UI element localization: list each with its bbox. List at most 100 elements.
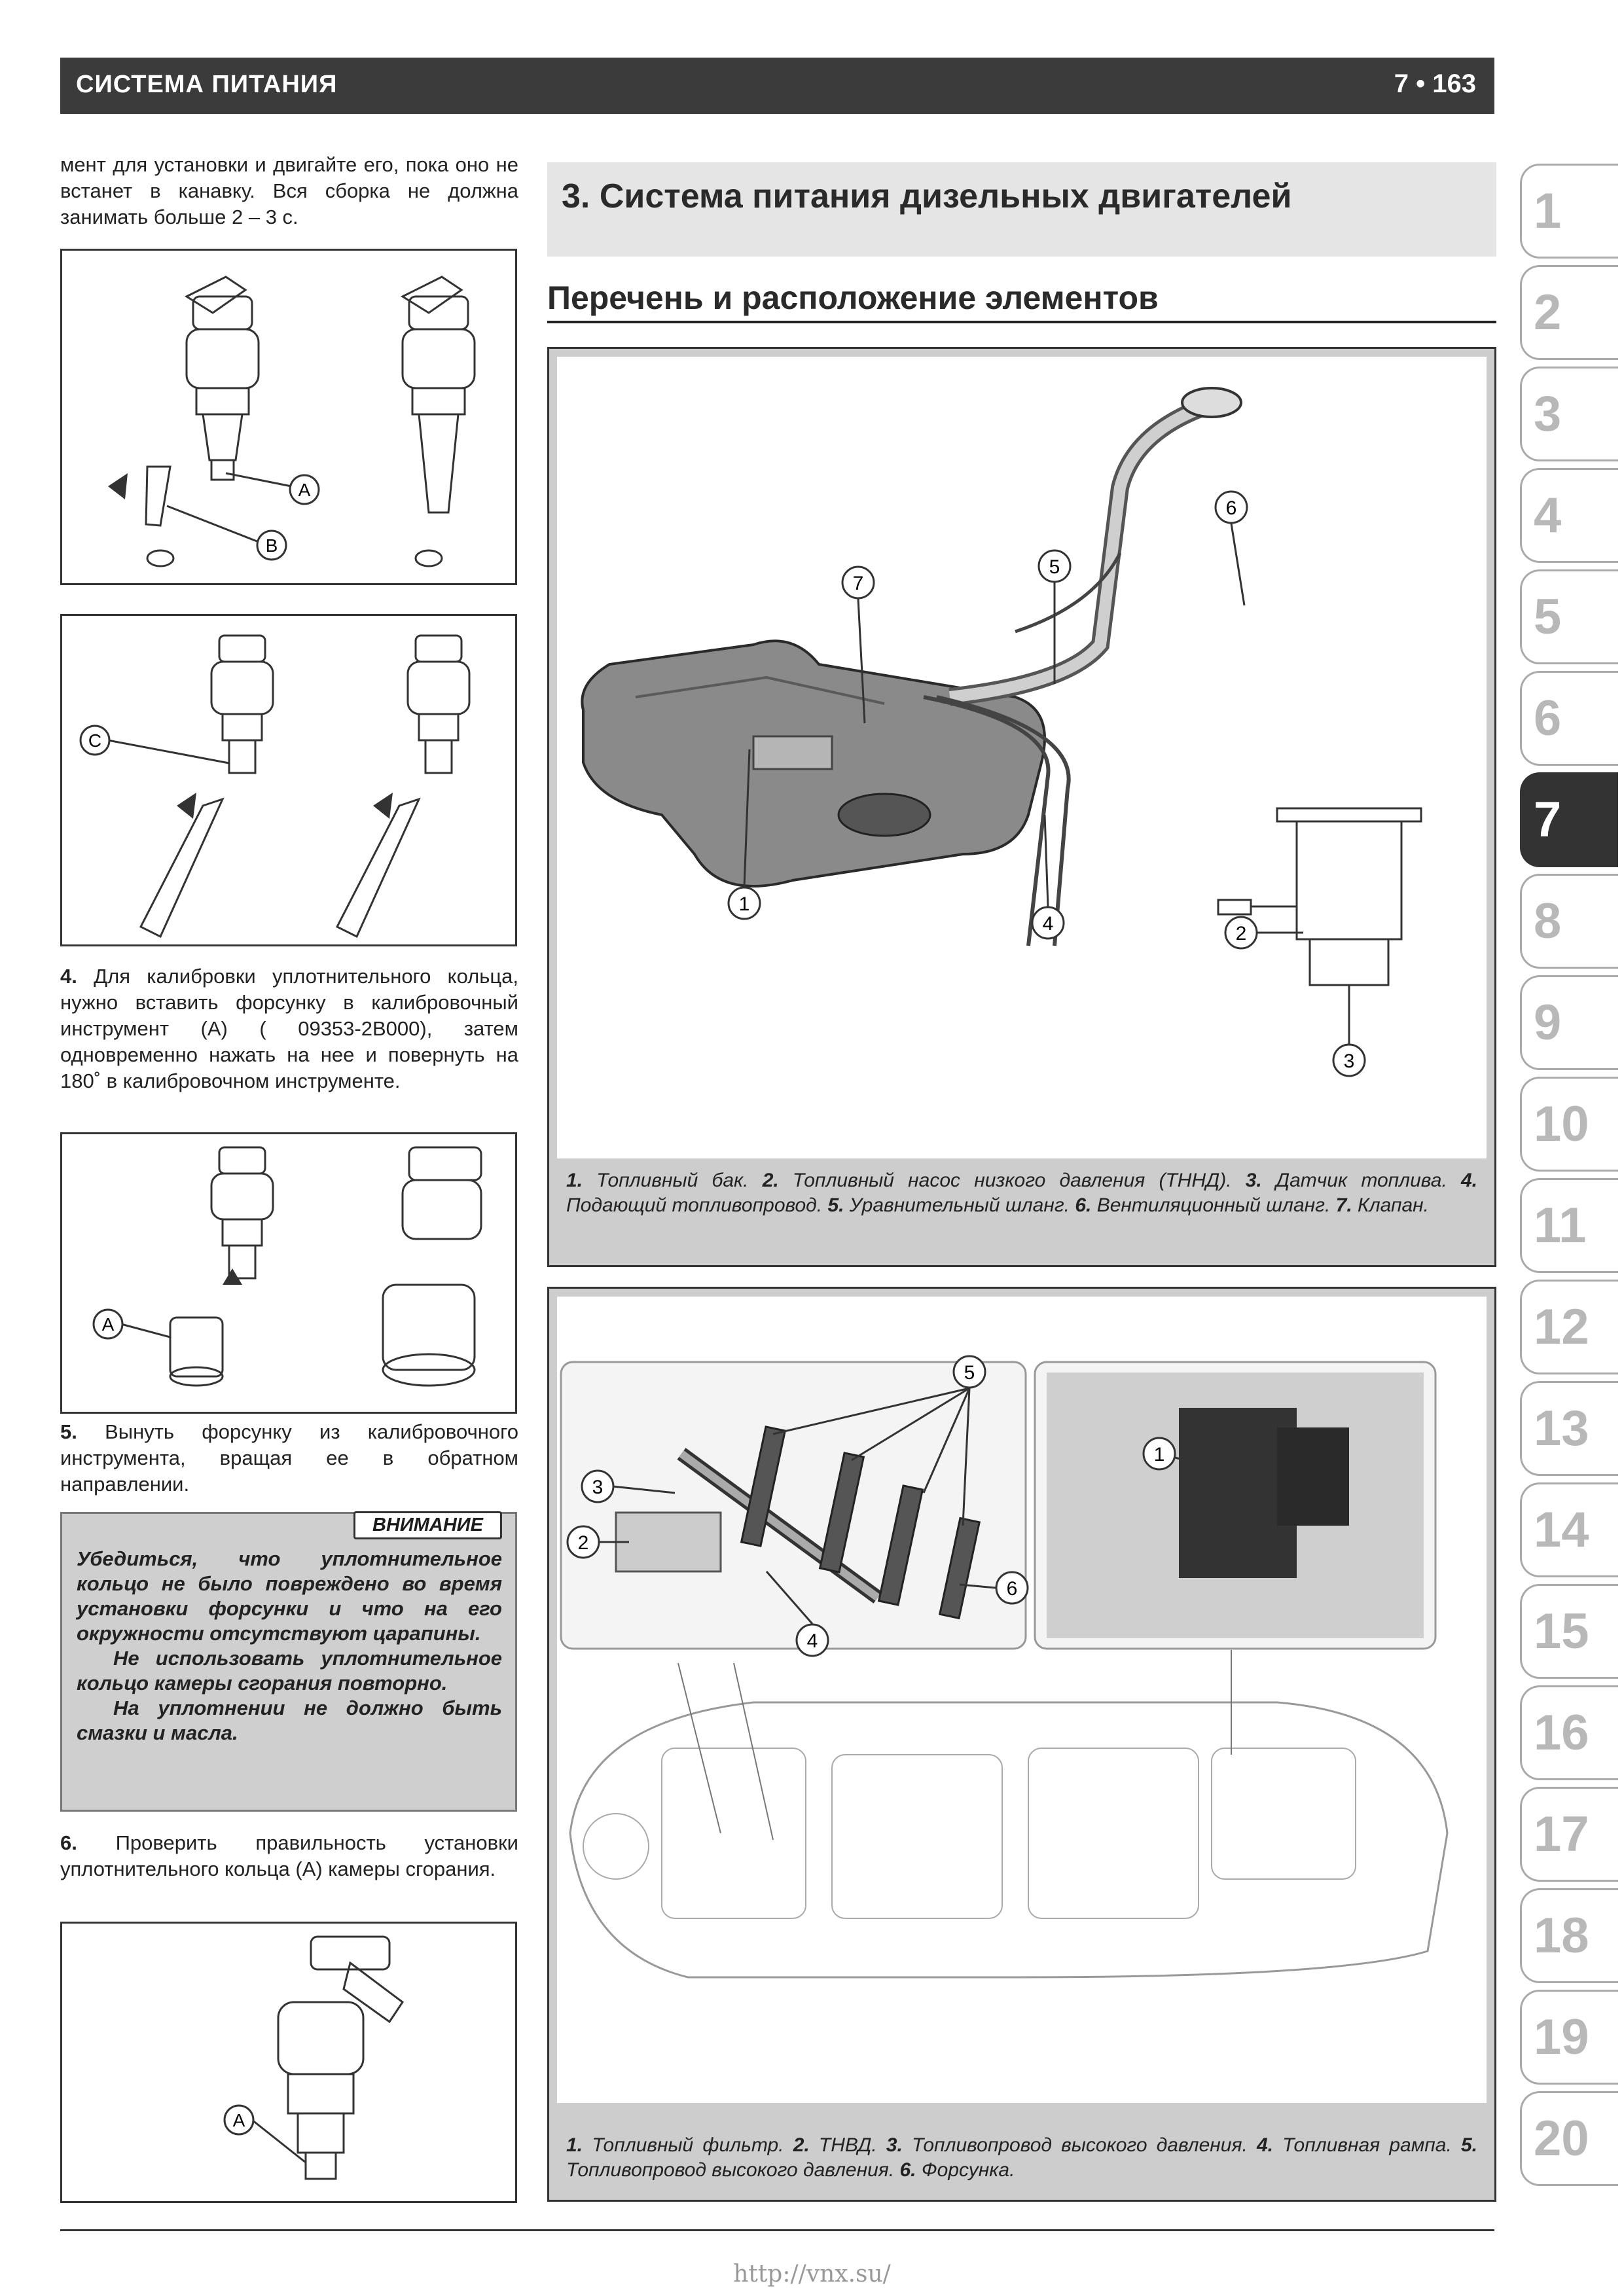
- figure-fuel-tank: 1 2 3 4 5 6 7 1. Топливный бак. 2. Топли…: [547, 347, 1496, 1267]
- tab-label: 16: [1534, 1705, 1589, 1761]
- caption-num: 2.: [793, 2134, 810, 2156]
- warning-paragraph: Не использовать уплотнительное кольцо ка…: [77, 1647, 502, 1695]
- chapter-tab-14[interactable]: 14: [1520, 1482, 1618, 1577]
- step-6-text: 6. Проверить правильность установки упло…: [60, 1830, 518, 1882]
- tab-label: 10: [1534, 1096, 1589, 1152]
- chapter-tab-12[interactable]: 12: [1520, 1280, 1618, 1374]
- tab-label: 9: [1534, 995, 1562, 1050]
- tab-label: 6: [1534, 691, 1562, 746]
- caption-num: 6.: [1075, 1194, 1092, 1216]
- caption-num: 4.: [1256, 2134, 1274, 2156]
- tab-label: 7: [1534, 792, 1562, 848]
- chapter-tab-11[interactable]: 11: [1520, 1178, 1618, 1273]
- caption-num: 5.: [827, 1194, 844, 1216]
- chapter-tab-8[interactable]: 8: [1520, 874, 1618, 969]
- footer-rule: [60, 2229, 1494, 2231]
- chapter-tab-19[interactable]: 19: [1520, 1990, 1618, 2085]
- caption-text: Форсунка.: [916, 2159, 1015, 2181]
- chapter-tab-9[interactable]: 9: [1520, 975, 1618, 1070]
- injector-sleeve-illustration: C: [79, 634, 471, 939]
- chapter-tab-13[interactable]: 13: [1520, 1381, 1618, 1476]
- caption-text: Топливная рампа.: [1273, 2134, 1461, 2156]
- chapter-tab-18[interactable]: 18: [1520, 1888, 1618, 1983]
- tab-label: 17: [1534, 1806, 1589, 1862]
- chapter-tab-3[interactable]: 3: [1520, 367, 1618, 461]
- tab-label: 20: [1534, 2111, 1589, 2166]
- figure-engine-fuel-system: 1 2 3 4 5 6 1. Топливный фильтр. 2. ТНВД…: [547, 1287, 1496, 2202]
- warning-box: ВНИМАНИЕ Убедиться, что уплотнительное к…: [60, 1511, 517, 1812]
- label-a: A: [298, 480, 311, 500]
- page-header: СИСТЕМА ПИТАНИЯ 7 • 163: [60, 58, 1494, 114]
- caption-num: 3.: [1245, 1170, 1262, 1191]
- step-6-number: 6.: [60, 1831, 77, 1854]
- callout-5: 5: [964, 1362, 975, 1384]
- caption-text: Подающий топливопровод.: [566, 1194, 828, 1216]
- callout-2: 2: [1236, 923, 1247, 944]
- step-5-text: 5. Вынуть форсунку из калибровочного инс…: [60, 1419, 518, 1498]
- tab-label: 2: [1534, 285, 1562, 340]
- tab-label: 4: [1534, 488, 1562, 543]
- caption-num: 3.: [886, 2134, 903, 2156]
- step-4-number: 4.: [60, 965, 77, 988]
- warning-label: ВНИМАНИЕ: [353, 1511, 502, 1539]
- label-c: C: [88, 730, 101, 751]
- step-5-body: Вынуть форсунку из калибровочного инстру…: [60, 1420, 518, 1496]
- chapter-tab-16[interactable]: 16: [1520, 1685, 1618, 1780]
- caption-num: 1.: [566, 2134, 583, 2156]
- figure-calibration-tool: A: [60, 1132, 517, 1414]
- label-b: B: [266, 535, 278, 556]
- chapter-tab-15[interactable]: 15: [1520, 1584, 1618, 1679]
- chapter-tab-6[interactable]: 6: [1520, 671, 1618, 766]
- fuel-tank-illustration: 1 2 3 4 5 6 7: [581, 387, 1422, 1077]
- caption-text: Топливный бак.: [583, 1170, 763, 1191]
- callout-6: 6: [1007, 1578, 1018, 1600]
- tab-label: 8: [1534, 893, 1562, 949]
- caption-num: 2.: [762, 1170, 779, 1191]
- label-a: A: [233, 2110, 245, 2130]
- step-4-text: 4. Для калибровки уплотнительного кольца…: [60, 963, 518, 1094]
- figure-injector-seal-install: A B: [60, 249, 517, 585]
- tab-label: 18: [1534, 1908, 1589, 1964]
- caption-text: Топливный фильтр.: [583, 2134, 793, 2156]
- figure-injector-sleeve: C: [60, 614, 517, 946]
- callout-4: 4: [1043, 913, 1054, 935]
- tab-label: 13: [1534, 1401, 1589, 1456]
- tab-label: 14: [1534, 1502, 1589, 1558]
- tab-label: 1: [1534, 183, 1562, 239]
- tab-label: 3: [1534, 386, 1562, 442]
- subsection-heading: Перечень и расположение элементов: [547, 275, 1496, 323]
- caption-text: Уравнительный шланг.: [844, 1194, 1075, 1216]
- chapter-tab-4[interactable]: 4: [1520, 468, 1618, 563]
- section-title: 3. Система питания дизельных двигателей: [562, 177, 1292, 215]
- caption-text: Вентиляционный шланг.: [1091, 1194, 1336, 1216]
- fuel-tank-illustration-area: 1 2 3 4 5 6 7: [557, 357, 1487, 1158]
- chapter-tab-1[interactable]: 1: [1520, 164, 1618, 259]
- chapter-tab-7[interactable]: 7: [1520, 772, 1618, 867]
- caption-num: 6.: [899, 2159, 916, 2181]
- callout-7: 7: [853, 573, 864, 594]
- step-4-body: Для калибровки уплотнительного кольца, н…: [60, 965, 518, 1092]
- caption-num: 7.: [1335, 1194, 1352, 1216]
- intro-paragraph: мент для установки и двигайте его, пока …: [60, 153, 518, 228]
- chapter-tab-10[interactable]: 10: [1520, 1077, 1618, 1172]
- step-5-number: 5.: [60, 1420, 77, 1443]
- callout-3: 3: [592, 1477, 604, 1498]
- chapter-tab-17[interactable]: 17: [1520, 1787, 1618, 1882]
- figure-seal-check: A: [60, 1922, 517, 2203]
- calibration-tool-illustration: A: [92, 1146, 482, 1387]
- label-a: A: [102, 1314, 115, 1335]
- tab-label: 19: [1534, 2009, 1589, 2065]
- callout-3: 3: [1344, 1050, 1355, 1072]
- chapter-tab-5[interactable]: 5: [1520, 569, 1618, 664]
- engine-caption: 1. Топливный фильтр. 2. ТНВД. 3. Топливо…: [566, 2133, 1477, 2183]
- callout-6: 6: [1226, 497, 1237, 519]
- tab-label: 5: [1534, 589, 1562, 645]
- caption-num: 1.: [566, 1170, 583, 1191]
- caption-text: Топливопровод высокого давления.: [902, 2134, 1257, 2156]
- caption-text: Датчик топлива.: [1261, 1170, 1461, 1191]
- caption-text: Топливопровод высокого давления.: [566, 2159, 900, 2181]
- chapter-tab-20[interactable]: 20: [1520, 2091, 1618, 2186]
- tab-label: 11: [1534, 1198, 1587, 1253]
- section-heading: 3. Система питания дизельных двигателей: [547, 162, 1496, 257]
- chapter-tab-2[interactable]: 2: [1520, 265, 1618, 360]
